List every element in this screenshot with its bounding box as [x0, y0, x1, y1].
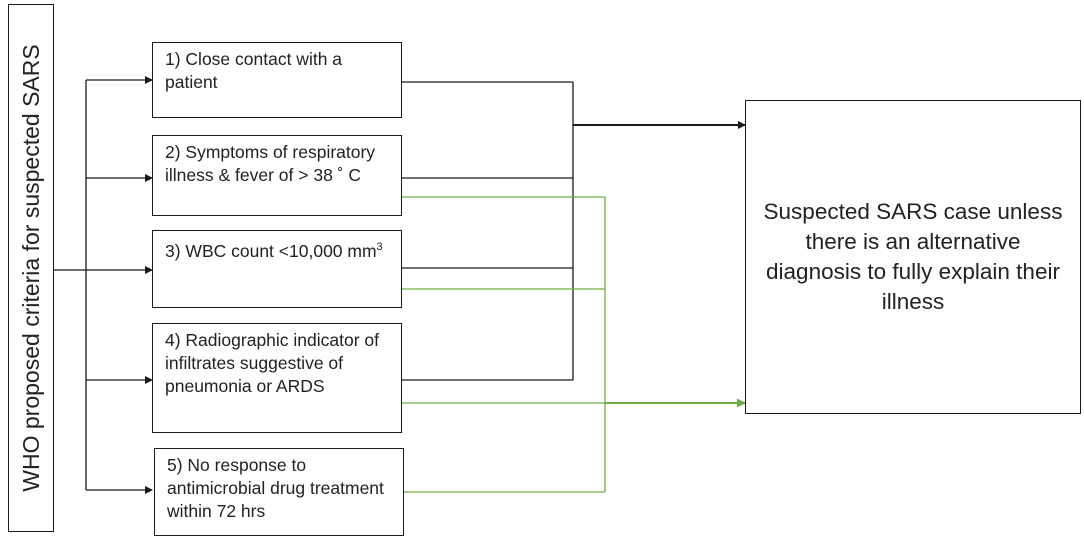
- result-box: Suspected SARS case unless there is an a…: [745, 100, 1081, 414]
- result-text: Suspected SARS case unless there is an a…: [763, 199, 1063, 314]
- criterion-5-box: 5) No response to antimicrobial drug tre…: [154, 448, 404, 536]
- criterion-1-box: 1) Close contact with a patient: [152, 42, 402, 118]
- green-path: [402, 196, 746, 493]
- criterion-3-superscript: 3: [376, 241, 383, 253]
- criterion-3-text: 3) WBC count <10,000 mm: [165, 240, 377, 261]
- criterion-3-box: 3) WBC count <10,000 mm3: [152, 230, 402, 308]
- black-path: [402, 81, 746, 381]
- criterion-4-box: 4) Radiographic indicator of infiltrates…: [152, 323, 402, 433]
- side-label-box: [8, 4, 54, 532]
- fan-out-lines: [54, 76, 153, 494]
- side-label: WHO proposed criteria for suspected SARS: [18, 44, 44, 492]
- criterion-2-box: 2) Symptoms of respiratory illness & fev…: [152, 135, 402, 216]
